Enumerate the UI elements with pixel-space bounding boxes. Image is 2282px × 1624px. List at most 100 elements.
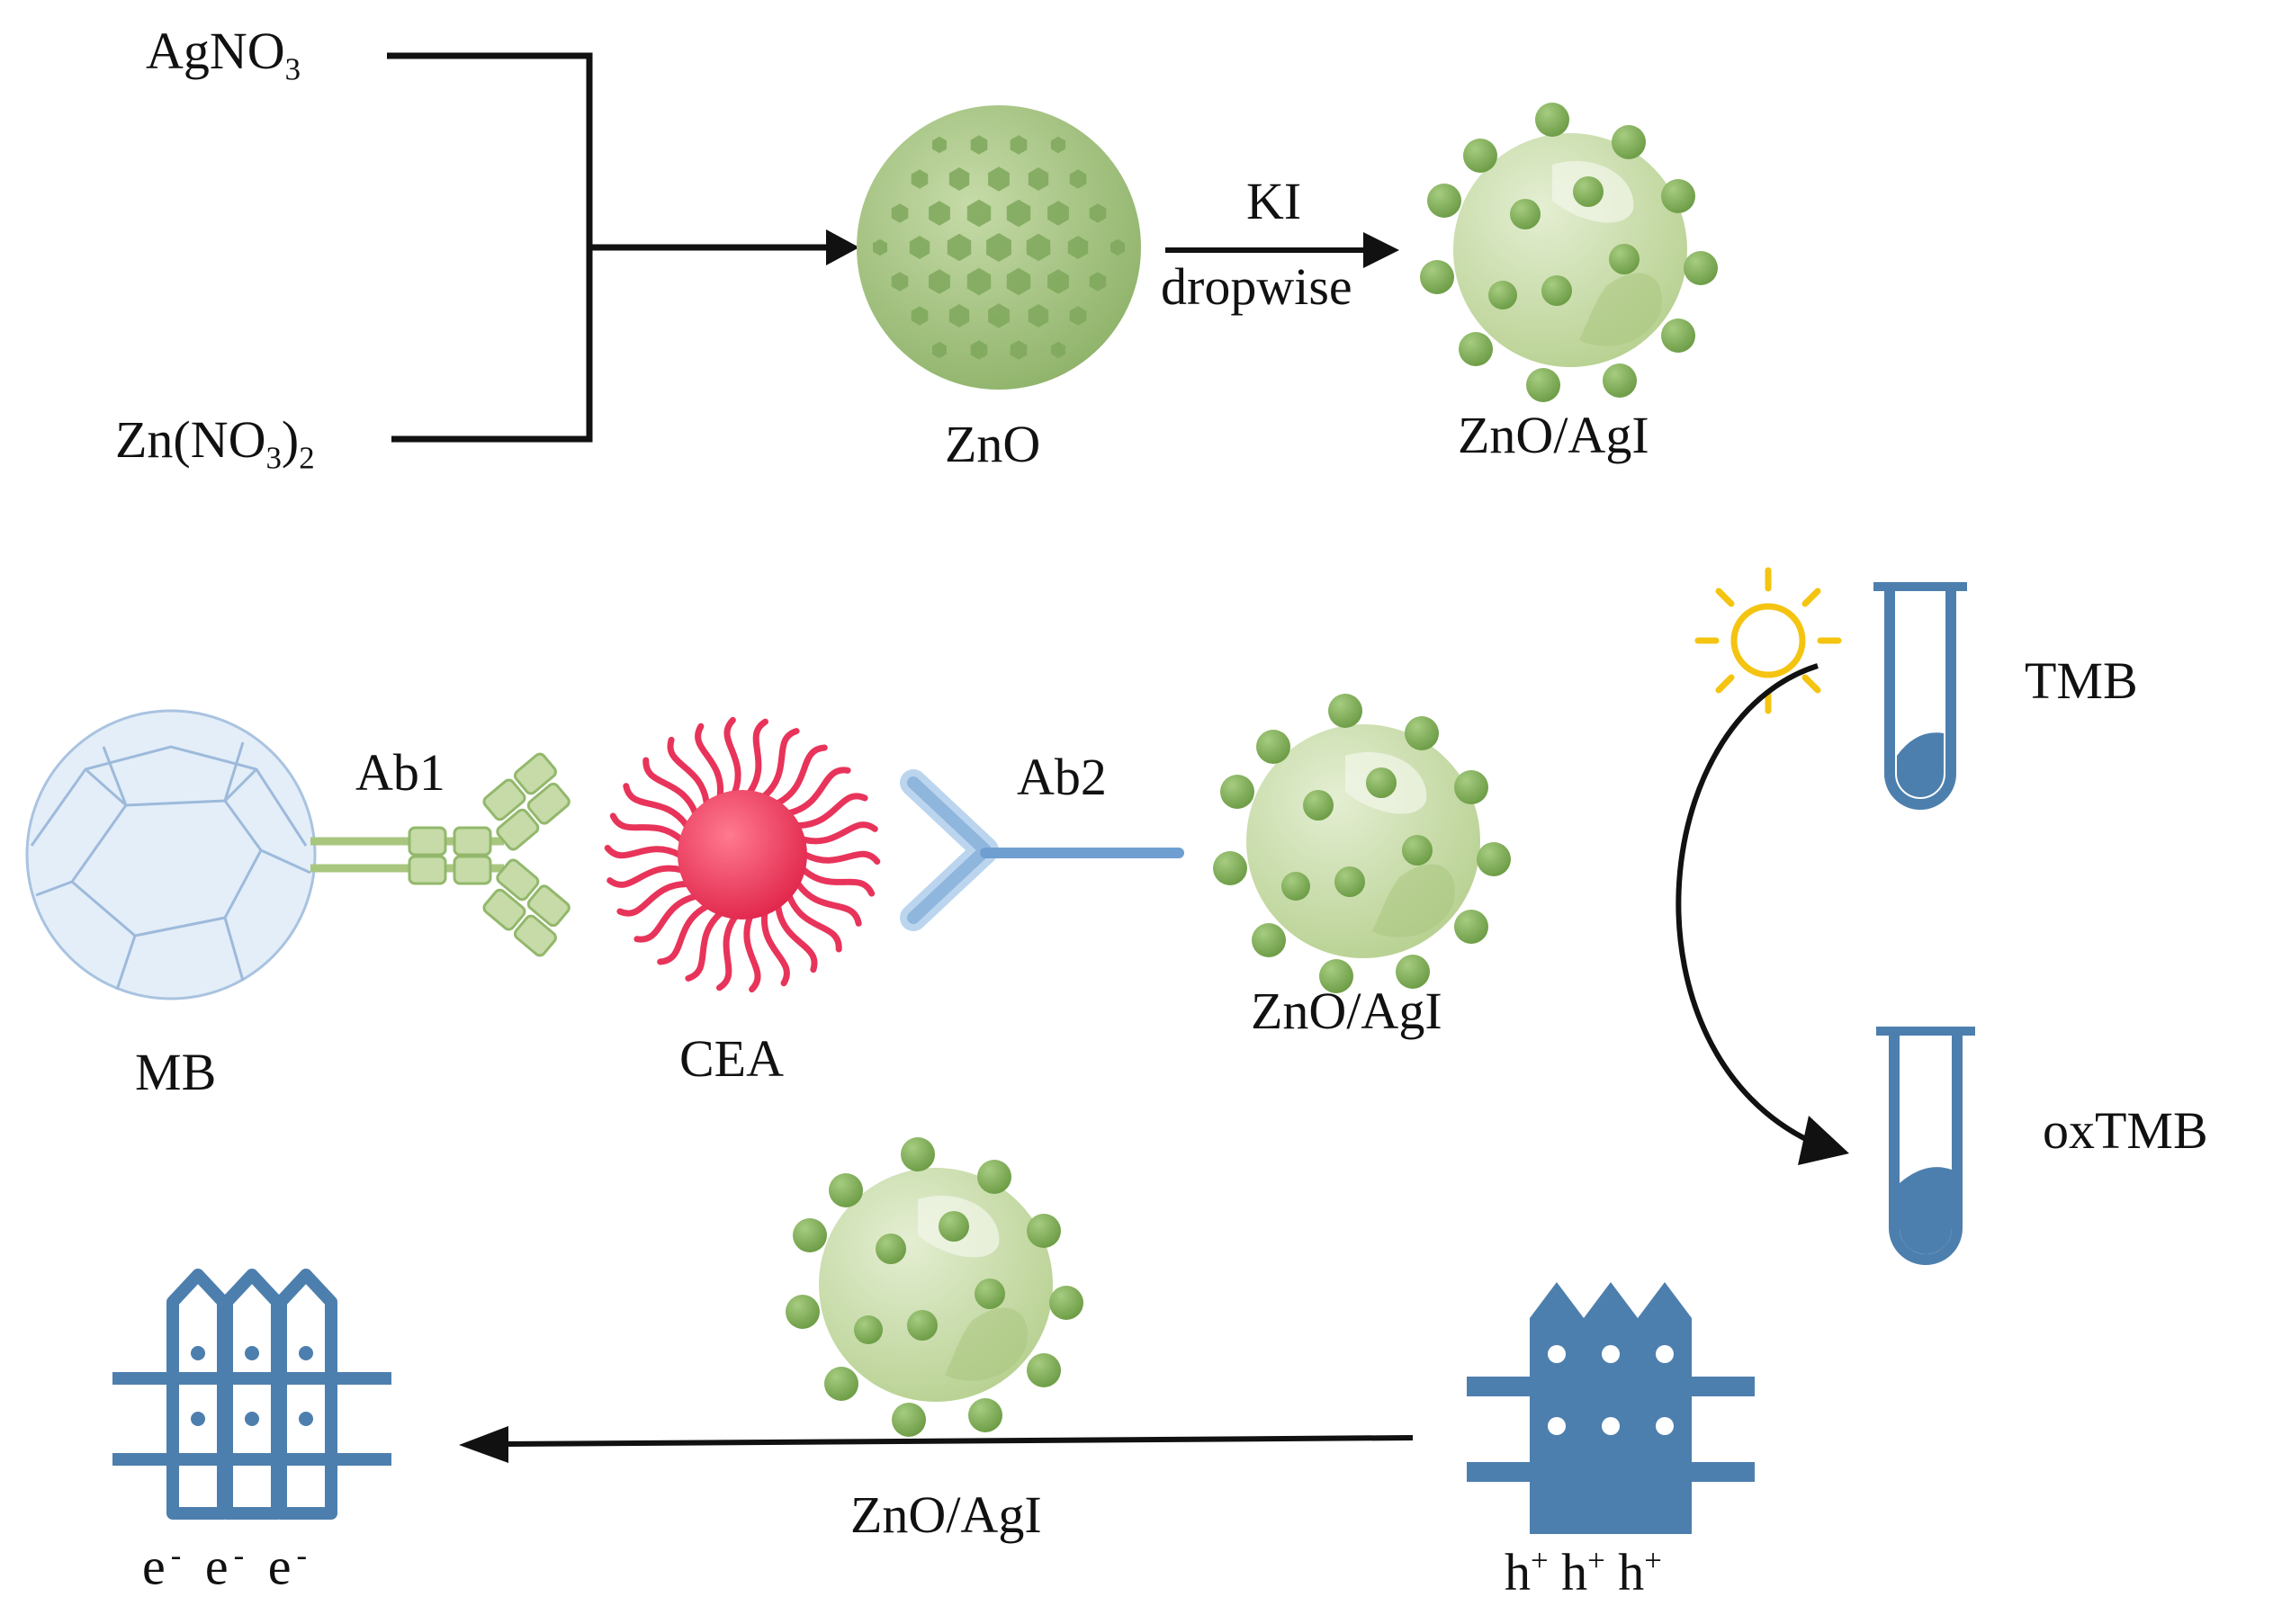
zno-sphere (857, 105, 1141, 390)
ab2-label: Ab2 (1017, 748, 1107, 806)
zno-agi-particle-label (1213, 694, 1511, 993)
reagent-znno3-text-b: ) (281, 410, 300, 469)
reagent-znno3-subscript-a: 3 (265, 440, 282, 476)
zno-agi-top-label: ZnO/AgI (1458, 406, 1649, 464)
electron-symbol-2: e (204, 1537, 234, 1596)
zno-hex-facet (932, 136, 947, 154)
zno-agi-particle-top (1420, 103, 1718, 402)
cea-tendril (685, 911, 723, 982)
cea-label: CEA (679, 1029, 784, 1088)
zno-hex-facet (1047, 201, 1069, 226)
zno-hex-facet (929, 201, 950, 226)
capture-antibody (310, 752, 570, 957)
reagent-agno3-text: AgNO (146, 22, 285, 80)
zno-hex-facet (970, 340, 988, 360)
zno-label: ZnO (945, 415, 1041, 473)
zno-hex-facet (947, 233, 972, 262)
electron-symbol-3: e (267, 1537, 297, 1596)
hole-charge-1: + (1531, 1543, 1549, 1578)
zno-hex-facet (891, 203, 909, 223)
zno-hex-facet (891, 272, 909, 292)
cea-tendril (623, 783, 690, 829)
zno-hex-facet (966, 199, 992, 228)
electron-charge-3: - (296, 1538, 313, 1573)
zno-hex-facet (1051, 341, 1065, 359)
zno-hex-facet (1089, 203, 1107, 223)
synthesis-connector (387, 52, 826, 443)
hole-symbol-1: h (1505, 1542, 1531, 1602)
hole-labels: h+ h+ h+ (1505, 1543, 1662, 1598)
detection-antibody (900, 769, 1184, 931)
cea-tendril (795, 793, 868, 829)
zno-hex-facet (970, 135, 988, 155)
zno-agi-middle-label: ZnO/AgI (1251, 982, 1442, 1040)
hole-symbol-2: h (1561, 1542, 1588, 1602)
cea-tendril (657, 903, 710, 965)
tmb-label: TMB (2025, 651, 2138, 710)
cea-tendril (695, 722, 723, 799)
zno-hex-facet (948, 304, 970, 327)
zno-hex-facet (966, 267, 992, 296)
magnetic-bead (25, 709, 317, 1000)
zno-hex-facet (909, 236, 930, 259)
zno-hex-facet (1110, 238, 1125, 256)
electron-symbol-1: e (142, 1537, 171, 1596)
cea-tendril (723, 716, 741, 795)
zno-hex-facet (1069, 169, 1087, 189)
reagent-znno3-subscript-b: 2 (299, 440, 315, 476)
reagent-znno3-label: Zn(NO3)2 (115, 414, 315, 474)
sun-icon (1694, 567, 1842, 714)
zno-hex-facet (1026, 233, 1051, 262)
cea-tendril (667, 736, 710, 806)
zno-hex-facet (1006, 199, 1031, 228)
cea-tendril (800, 866, 876, 897)
zno-hex-facet (1028, 167, 1049, 191)
cea-tendril (761, 911, 790, 987)
cea-tendril (775, 903, 818, 974)
oxtmb-tube (1876, 1027, 1975, 1265)
cea-tendril (716, 914, 739, 991)
cea-tendril (633, 893, 699, 943)
oxtmb-label: oxTMB (2043, 1101, 2208, 1160)
electron-fence-icon (112, 1269, 391, 1520)
zno-hex-facet (988, 166, 1010, 192)
conversion-arrow (1676, 663, 1849, 1165)
zno-hex-facet (911, 169, 929, 189)
zno-hex-facet (1006, 267, 1031, 296)
zno-hex-facet (1047, 269, 1069, 294)
zno-agi-particle-bottom (786, 1137, 1083, 1437)
electron-charge-1: - (170, 1538, 187, 1573)
ab1-label: Ab1 (355, 743, 445, 802)
hole-symbol-3: h (1618, 1542, 1645, 1602)
zno-hex-facet (873, 238, 887, 256)
hole-charge-2: + (1587, 1543, 1605, 1578)
zno-hex-facet (1067, 236, 1089, 259)
zno-hex-facet (1010, 340, 1028, 360)
zno-hex-facet (1010, 135, 1028, 155)
dropwise-label: dropwise (1161, 257, 1352, 316)
cea-tendril (746, 718, 768, 795)
hole-fence-icon (1467, 1282, 1755, 1534)
cea-tendril (606, 865, 685, 888)
zno-hex-facet (1089, 272, 1107, 292)
cea-tendril (795, 881, 862, 927)
ki-label: KI (1246, 172, 1302, 230)
cea-tendril (800, 821, 878, 845)
cea-antigen (604, 716, 881, 993)
cea-tendril (616, 881, 690, 917)
ki-arrow (1165, 232, 1399, 268)
cea-tendril (604, 845, 683, 859)
zno-hex-facet (1069, 306, 1087, 326)
zno-hex-facet (948, 167, 970, 191)
cea-tendril (802, 850, 881, 865)
zno-hex-facet (1051, 136, 1065, 154)
cea-tendril (743, 914, 761, 993)
zno-hex-facet (986, 233, 1011, 262)
cea-tendril (642, 757, 699, 817)
zno-agi-bottom-label: ZnO/AgI (850, 1485, 1042, 1544)
zno-hex-facet (911, 306, 929, 326)
electron-charge-2: - (233, 1538, 250, 1573)
zno-hex-facet (1028, 304, 1049, 327)
cea-tendril (609, 812, 685, 843)
electron-transfer-arrow (459, 1426, 1414, 1463)
